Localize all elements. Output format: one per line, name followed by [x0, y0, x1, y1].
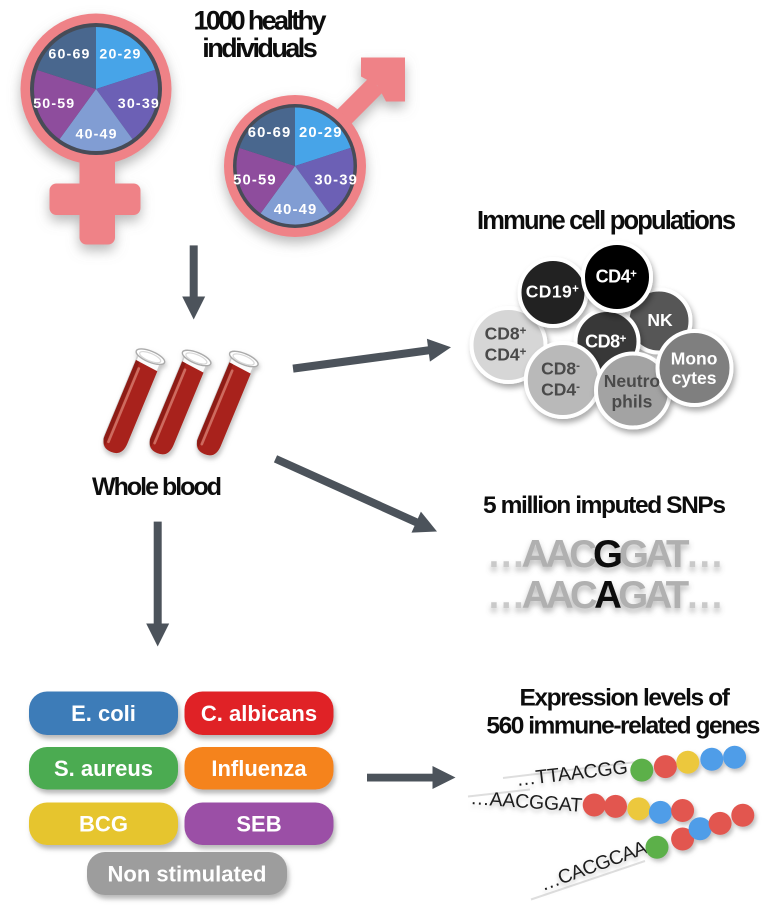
svg-text:cytes: cytes — [672, 368, 717, 388]
svg-text:CD8-: CD8- — [541, 359, 580, 379]
svg-text:30-39: 30-39 — [118, 96, 159, 112]
svg-text:Expression levels of: Expression levels of — [519, 685, 730, 712]
svg-text:40-49: 40-49 — [274, 202, 317, 218]
svg-text:Non stimulated: Non stimulated — [108, 862, 267, 887]
svg-text:Neutro: Neutro — [604, 371, 660, 391]
svg-text:E. coli: E. coli — [71, 701, 136, 726]
svg-text:CD4+: CD4+ — [596, 267, 638, 287]
svg-text:CD8+: CD8+ — [485, 324, 527, 344]
svg-text:individuals: individuals — [202, 33, 318, 63]
svg-text:560 immune-related genes: 560 immune-related genes — [486, 713, 760, 740]
svg-text:Immune cell populations: Immune cell populations — [477, 207, 736, 235]
svg-text:40-49: 40-49 — [76, 127, 117, 143]
svg-text:Whole blood: Whole blood — [92, 473, 222, 501]
svg-text:…AACGGAT: …AACGGAT — [470, 787, 583, 817]
svg-text:C. albicans: C. albicans — [201, 701, 317, 726]
svg-text:50-59: 50-59 — [233, 173, 276, 189]
svg-text:30-39: 30-39 — [314, 173, 357, 189]
svg-text:20-29: 20-29 — [299, 125, 342, 141]
svg-text:…TTAACGG: …TTAACGG — [515, 756, 629, 791]
svg-text:50-59: 50-59 — [33, 96, 74, 112]
svg-text:phils: phils — [611, 392, 652, 412]
svg-text:60-69: 60-69 — [248, 125, 291, 141]
svg-text:CD8+: CD8+ — [585, 332, 627, 352]
svg-text:…AACAGAT…: …AACAGAT… — [487, 574, 724, 617]
svg-text:60-69: 60-69 — [48, 47, 89, 63]
svg-text:…AACGGAT…: …AACGGAT… — [487, 533, 724, 576]
svg-text:SEB: SEB — [236, 812, 281, 837]
svg-text:20-29: 20-29 — [99, 47, 140, 63]
svg-text:…CACGCAA: …CACGCAA — [537, 837, 650, 896]
svg-text:CD4-: CD4- — [541, 380, 580, 400]
svg-text:1000 healthy: 1000 healthy — [194, 6, 327, 36]
svg-text:Influenza: Influenza — [211, 756, 307, 781]
svg-text:NK: NK — [647, 310, 673, 330]
svg-text:CD4+: CD4+ — [485, 345, 527, 365]
svg-text:S. aureus: S. aureus — [54, 756, 153, 781]
svg-text:BCG: BCG — [79, 812, 128, 837]
svg-text:Mono: Mono — [671, 349, 718, 369]
svg-text:5 million imputed SNPs: 5 million imputed SNPs — [483, 492, 726, 519]
svg-text:CD19+: CD19+ — [526, 282, 579, 302]
